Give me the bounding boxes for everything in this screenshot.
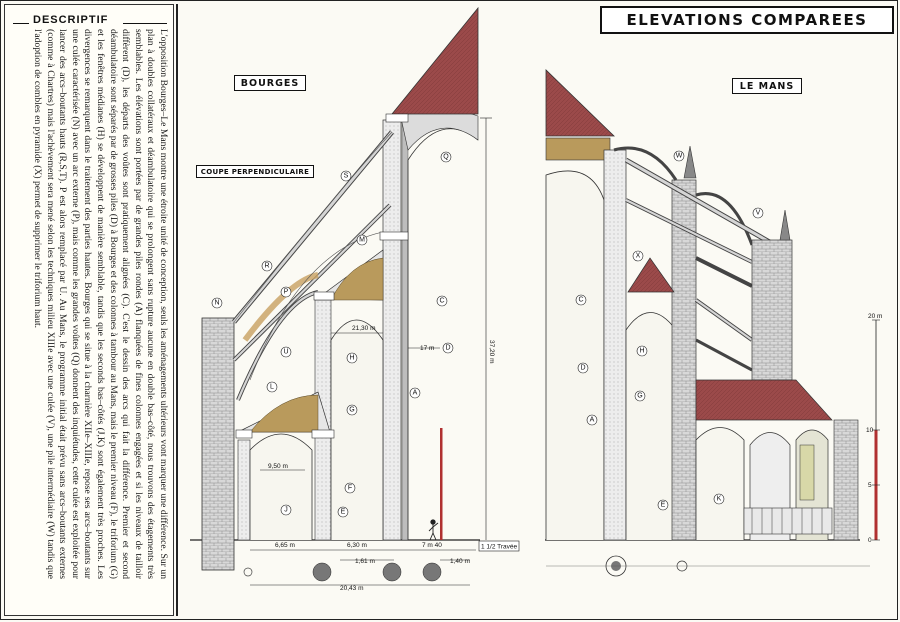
- title-rule-left: [13, 23, 29, 24]
- bourges-label-p: P: [284, 289, 289, 296]
- pier-a: [382, 119, 402, 541]
- dim-total-width: 20,43 m: [340, 585, 364, 592]
- lemans-culee-v: [751, 239, 793, 381]
- bourges-roof: [391, 6, 479, 115]
- lemans-title: LE MANS: [732, 78, 802, 94]
- lemans-label-w: W: [676, 153, 683, 160]
- lemans-label-k: K: [717, 496, 722, 503]
- coupe-title: COUPE PERPENDICULAIRE: [196, 165, 314, 178]
- panel-divider: [176, 4, 178, 616]
- bourges-label-a: A: [413, 390, 418, 397]
- dim-bay: 1 1/2 Travée: [481, 544, 518, 551]
- bourges-label-n: N: [214, 300, 219, 307]
- title-rule-right: [123, 23, 167, 24]
- dim-tailloir: 17 m: [420, 345, 434, 352]
- dim-span-1: 6,65 m: [275, 542, 295, 549]
- dim-pier-1: 1,61 m: [355, 558, 375, 565]
- lemans-label-d: D: [580, 365, 585, 372]
- lemans-roof: [545, 69, 615, 137]
- bourges-label-h: H: [349, 355, 354, 362]
- culee-n: [201, 317, 235, 571]
- scale-mid: 10: [866, 427, 874, 434]
- lemans-label-h: H: [639, 348, 644, 355]
- bourges-label-j: J: [284, 507, 288, 514]
- lemans-labels: W V C X D H G A E K: [575, 150, 764, 511]
- lemans-pier-a: [603, 149, 627, 541]
- bourges-labels: Q S R M N P U L C H D G A F E J: [211, 151, 454, 518]
- lemans-pier-w: [671, 179, 697, 541]
- bourges-title: BOURGES: [234, 75, 306, 91]
- lemans-label-a: A: [590, 417, 595, 424]
- lemans-label-e: E: [661, 502, 666, 509]
- bourges-label-m: M: [359, 237, 365, 244]
- dim-nave-width: 21,30 m: [352, 325, 376, 332]
- bourges-section: 37,20 m 21,30 m 17 m 9,50 m 6,65 m 6,30 …: [190, 6, 520, 592]
- bourges-label-c: C: [439, 298, 444, 305]
- sheet-title: ELEVATIONS COMPAREES: [600, 6, 894, 34]
- bourges-label-f: F: [348, 485, 352, 492]
- lemans-label-v: V: [756, 210, 761, 217]
- lemans-label-x: X: [636, 253, 641, 260]
- lemans-section: [545, 69, 870, 577]
- dim-aisle-height: 9,50 m: [268, 463, 288, 470]
- scale-bar: 20 m 10 5 0: [866, 313, 882, 544]
- bourges-label-l: L: [270, 384, 274, 391]
- bourges-label-u: U: [283, 349, 288, 356]
- dim-span-2: 6,30 m: [347, 542, 367, 549]
- bourges-label-r: R: [264, 263, 269, 270]
- bourges-label-s: S: [344, 173, 349, 180]
- vault-m: [330, 257, 384, 301]
- bourges-label-q: Q: [443, 154, 449, 161]
- lemans-label-c: C: [578, 297, 583, 304]
- dim-span-3: 7 m 40: [422, 542, 442, 549]
- dim-pier-2: 1,40 m: [450, 558, 470, 565]
- descriptif-title: DESCRIPTIF: [33, 14, 109, 26]
- bourges-label-e: E: [341, 509, 346, 516]
- descriptif-panel: DESCRIPTIF L'opposition Bourges–Le Mans …: [4, 4, 174, 616]
- scale-low: 5: [868, 482, 872, 489]
- scale-top: 20 m: [868, 313, 882, 320]
- scale-zero: 0: [868, 537, 872, 544]
- bourges-label-g: G: [349, 407, 354, 414]
- lemans-label-g: G: [637, 393, 642, 400]
- bourges-label-d: D: [445, 345, 450, 352]
- dim-height-total: 37,20 m: [488, 340, 495, 364]
- vault-l: [249, 394, 319, 433]
